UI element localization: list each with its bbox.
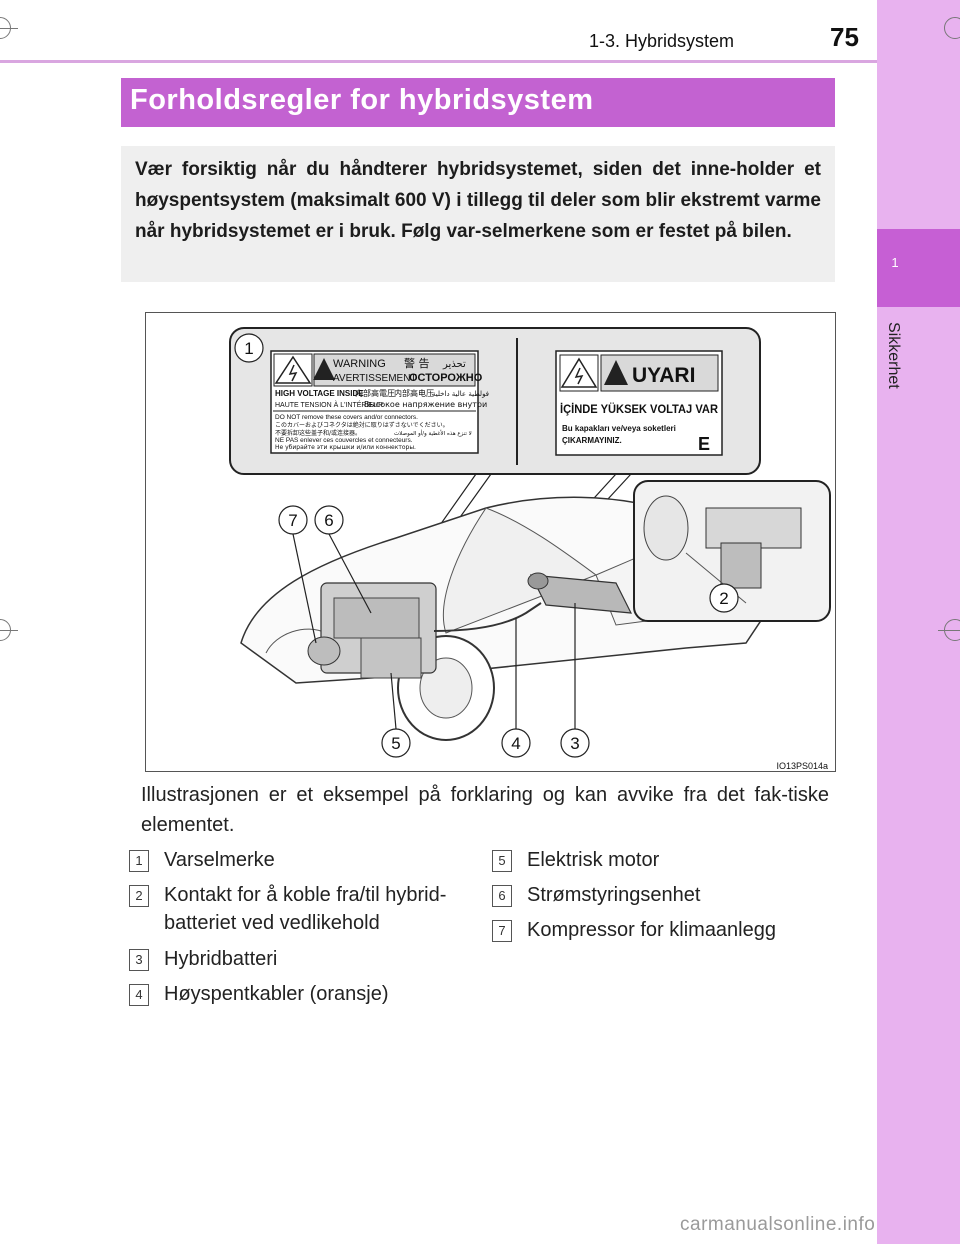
legend-num-6: 6 bbox=[492, 885, 512, 907]
callout-7-leader bbox=[292, 533, 317, 644]
label1-ne-pas: NE PAS enlever ces couvercles et connect… bbox=[275, 437, 413, 444]
legend-text: Kontakt for å koble fra/til hybrid- bbox=[164, 884, 447, 906]
illustration-svg: WARNING 警 告 تحذير AVERTISSEMENT ОСТОРОЖН… bbox=[229, 327, 832, 771]
label1-warning-jp: 警 告 bbox=[404, 356, 430, 370]
section-title-bar bbox=[121, 78, 835, 127]
label1-warning: WARNING bbox=[333, 358, 386, 370]
callout-5-leader bbox=[390, 672, 397, 730]
intro-text: Vær forsiktig når du håndterer hybridsys… bbox=[135, 159, 821, 242]
chapter-label: Sikkerhet bbox=[885, 322, 902, 389]
chapter-tab[interactable] bbox=[877, 229, 960, 307]
intro-box: Vær forsiktig når du håndterer hybridsys… bbox=[121, 146, 835, 282]
car-windshield bbox=[442, 507, 598, 634]
callout-6-leader bbox=[328, 533, 372, 614]
label1-do-not: DO NOT remove these covers and/or connec… bbox=[275, 414, 418, 421]
tr-hv-symbol-box bbox=[559, 354, 599, 392]
chapter-number: 1 bbox=[891, 255, 899, 270]
label1-jp2: このカバーおよびコネクタは絶対に取りはずさないでください。 bbox=[275, 421, 449, 429]
hybrid-system-illustration: WARNING 警 告 تحذير AVERTISSEMENT ОСТОРОЖН… bbox=[145, 312, 836, 772]
label1-hv-jp: 内部高電圧 bbox=[355, 388, 395, 398]
callout-3: 3 bbox=[570, 734, 579, 753]
label2-e: E bbox=[698, 434, 710, 454]
legend-text: batteriet ved vedlikehold bbox=[164, 912, 380, 934]
label2-cikarma: ÇIKARMAYINIZ. bbox=[562, 436, 622, 445]
label1-ru2: Не убирайте эти крышки и/или коннекторы. bbox=[275, 444, 416, 451]
legend-text: Strømstyringsenhet bbox=[527, 884, 701, 906]
figure-code: IO13PS014a bbox=[776, 761, 828, 771]
callout-2-circle bbox=[709, 583, 739, 613]
label1-cn2: 不要拆卸这些盖子和/或连接器。 bbox=[275, 429, 361, 437]
legend-item-6: Strømstyringsenhet bbox=[527, 881, 700, 909]
label2-uyari: UYARI bbox=[632, 364, 695, 387]
label1-hv: HIGH VOLTAGE INSIDE bbox=[275, 389, 364, 398]
header-rule bbox=[0, 60, 877, 63]
crop-mark-top-right bbox=[944, 17, 960, 39]
tr-high-voltage-icon bbox=[560, 357, 598, 388]
legend-text: Kompressor for klimaanlegg bbox=[527, 919, 776, 941]
legend-num-2: 2 bbox=[129, 885, 149, 907]
legend-item-2: Kontakt for å koble fra/til hybrid- batt… bbox=[164, 881, 446, 937]
inset-cover bbox=[705, 507, 802, 549]
legend-num-4: 4 bbox=[129, 984, 149, 1006]
callout-1-circle bbox=[234, 333, 264, 363]
tr-lightning-icon bbox=[574, 367, 584, 385]
section-title: Forholdsregler for hybridsystem bbox=[130, 84, 594, 116]
lightning-icon bbox=[288, 364, 298, 382]
legend-num-3: 3 bbox=[129, 949, 149, 971]
legend-text: Høyspentkabler (oransje) bbox=[164, 983, 389, 1005]
inverter-block bbox=[333, 597, 420, 639]
label1-haute: HAUTE TENSION À L'INTÉRIEUR bbox=[275, 400, 383, 409]
label1-avert: AVERTISSEMENT bbox=[333, 373, 417, 384]
label1-warning-ar: تحذير bbox=[442, 359, 466, 370]
label1-hv-ar: فولطية عالية داخلية bbox=[432, 390, 489, 398]
callout-2: 2 bbox=[719, 589, 728, 608]
hv-symbol-box bbox=[273, 353, 313, 387]
legend-item-1: Varselmerke bbox=[164, 846, 275, 874]
legend-text: Elektrisk motor bbox=[527, 849, 660, 871]
label1-ostorozhno: ОСТОРОЖНО bbox=[409, 372, 483, 384]
figure-caption: Illustrasjonen er et eksempel på forklar… bbox=[141, 784, 829, 836]
service-plug bbox=[527, 572, 549, 590]
label1-ru: Высокое напряжение внутри bbox=[364, 400, 487, 409]
legend-item-3: Hybridbatteri bbox=[164, 945, 277, 973]
legend-item-4: Høyspentkabler (oransje) bbox=[164, 980, 389, 1008]
warning-header-box bbox=[313, 353, 476, 387]
crop-line bbox=[0, 28, 18, 29]
callout-4: 4 bbox=[511, 734, 520, 753]
crop-line bbox=[0, 630, 18, 631]
label2-icinde: İÇİNDE YÜKSEK VOLTAJ VAR bbox=[560, 403, 719, 416]
callout-6: 6 bbox=[324, 511, 333, 530]
legend-num-7: 7 bbox=[492, 920, 512, 942]
crop-line bbox=[938, 630, 960, 631]
figure-code-bg bbox=[768, 759, 832, 771]
inset-round-part bbox=[643, 495, 689, 561]
warning-triangle-icon bbox=[313, 358, 335, 380]
callout-1: 1 bbox=[244, 339, 253, 358]
high-voltage-icon bbox=[274, 355, 312, 384]
running-head: 1-3. Hybridsystem bbox=[589, 31, 735, 51]
hybrid-battery bbox=[529, 574, 633, 614]
label1-ar2: لا تنزع هذه الأغطية و/أو الموصلات bbox=[394, 429, 472, 437]
label2-bu: Bu kapakları ve/veya soketleri bbox=[562, 424, 676, 433]
watermark-link[interactable]: carmanualsonline.info bbox=[680, 1214, 876, 1235]
headlight bbox=[265, 628, 327, 654]
inset-connector bbox=[720, 542, 762, 589]
legend-item-5: Elektrisk motor bbox=[527, 846, 659, 874]
page-number: 75 bbox=[830, 22, 859, 52]
ac-compressor bbox=[307, 636, 341, 666]
front-hub bbox=[419, 657, 473, 719]
label1-hv-cn: 内部高电压 bbox=[394, 388, 434, 398]
legend-num-1: 1 bbox=[129, 850, 149, 872]
electric-motor bbox=[360, 637, 422, 679]
high-voltage-cables bbox=[433, 602, 542, 632]
legend-text: Hybridbatteri bbox=[164, 948, 278, 970]
legend-item-7: Kompressor for klimaanlegg bbox=[527, 916, 776, 944]
tr-warning-triangle-icon bbox=[604, 360, 628, 385]
callout-7: 7 bbox=[288, 511, 297, 530]
legend-text: Varselmerke bbox=[164, 849, 275, 871]
legend-num-5: 5 bbox=[492, 850, 512, 872]
callout-5: 5 bbox=[391, 734, 400, 753]
